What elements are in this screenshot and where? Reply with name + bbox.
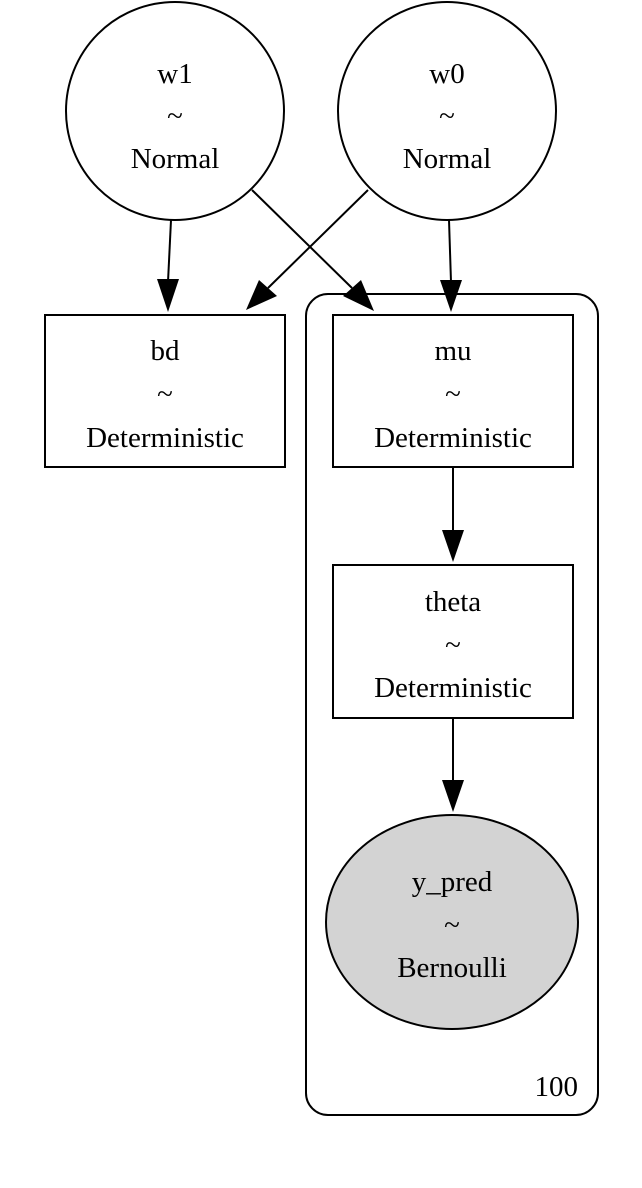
node-y_pred-name: y_pred bbox=[412, 866, 493, 898]
node-mu-dist: Deterministic bbox=[374, 422, 532, 454]
node-y_pred-tilde: ~ bbox=[444, 909, 460, 941]
node-bd-name: bd bbox=[151, 335, 181, 367]
node-w1-tilde: ~ bbox=[167, 100, 183, 132]
edges bbox=[157, 189, 464, 812]
edge-w1-bd bbox=[157, 219, 179, 312]
node-theta-tilde: ~ bbox=[445, 629, 461, 661]
node-w1-dist: Normal bbox=[131, 143, 220, 175]
edge-w1-mu bbox=[251, 189, 374, 311]
edge-mu-theta bbox=[442, 467, 464, 562]
node-mu[interactable]: mu ~ Deterministic bbox=[332, 314, 574, 468]
node-w0[interactable]: w0 ~ Normal bbox=[337, 1, 557, 221]
node-bd-tilde: ~ bbox=[157, 378, 173, 410]
node-theta-name: theta bbox=[425, 586, 481, 618]
node-w0-dist: Normal bbox=[403, 143, 492, 175]
node-theta[interactable]: theta ~ Deterministic bbox=[332, 564, 574, 719]
edge-w0-bd bbox=[246, 189, 369, 310]
edge-w0-mu bbox=[440, 219, 462, 312]
node-y_pred-dist: Bernoulli bbox=[397, 952, 507, 984]
node-mu-tilde: ~ bbox=[445, 378, 461, 410]
node-w1[interactable]: w1 ~ Normal bbox=[65, 1, 285, 221]
node-y_pred[interactable]: y_pred ~ Bernoulli bbox=[325, 814, 579, 1030]
node-w0-name: w0 bbox=[429, 58, 464, 90]
edge-theta-y_pred bbox=[442, 718, 464, 812]
node-bd-dist: Deterministic bbox=[86, 422, 244, 454]
node-bd[interactable]: bd ~ Deterministic bbox=[44, 314, 286, 468]
node-w1-name: w1 bbox=[157, 58, 192, 90]
node-mu-name: mu bbox=[434, 335, 471, 367]
plate-label: 100 bbox=[535, 1071, 579, 1103]
node-w0-tilde: ~ bbox=[439, 100, 455, 132]
node-theta-dist: Deterministic bbox=[374, 672, 532, 704]
